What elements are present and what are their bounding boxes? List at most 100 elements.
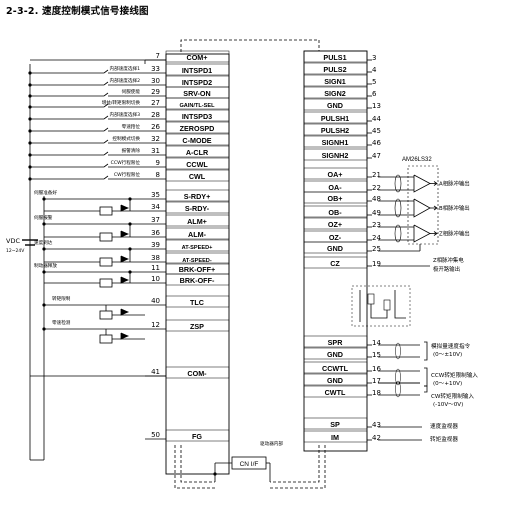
cz-label-2: 极开路输出	[433, 265, 460, 273]
left-terminal-number: 7	[156, 52, 160, 60]
right-terminal-label: OB+	[328, 194, 343, 203]
junction-dot	[128, 197, 132, 201]
output-signal-desc: 速度到达	[34, 239, 53, 246]
left-terminal-cell	[165, 133, 230, 146]
left-terminal-label: CWL	[189, 172, 206, 181]
left-terminal-number: 9	[156, 159, 160, 167]
input-switch-contact	[103, 163, 109, 168]
right-terminal-label: CWTL	[325, 388, 346, 397]
input-switch-contact	[103, 92, 109, 97]
input-switch-contact	[103, 115, 109, 120]
right-dashed	[270, 445, 320, 483]
left-terminal-label: BRK-OFF-	[180, 276, 215, 285]
right-terminal-label: OZ+	[328, 220, 342, 229]
right-terminal-cell	[303, 241, 368, 254]
arrow-head	[433, 205, 438, 211]
ref-wiring	[370, 304, 388, 319]
input-signal-desc: 零速箝位	[122, 123, 141, 130]
junction-dot	[28, 129, 32, 133]
junction-dot	[128, 270, 132, 274]
left-terminal-cell	[165, 50, 230, 63]
encoder-output-label: A相脉冲输出	[439, 180, 470, 188]
left-terminal-label: BRK-OFF+	[179, 265, 216, 274]
page-title: 2-3-2. 速度控制模式信号接线图	[6, 6, 149, 17]
right-terminal-cell	[303, 347, 368, 360]
twisted-pair	[394, 174, 402, 193]
diode-triangle	[120, 255, 130, 263]
relay-coil	[99, 310, 113, 320]
left-terminal-label: C-MODE	[182, 136, 211, 145]
right-terminal-label: CZ	[330, 259, 340, 268]
left-terminal-number: 10	[151, 275, 160, 283]
left-terminal-cell	[165, 366, 230, 379]
monitor-label: 速度监视器	[430, 422, 458, 430]
analog-brace	[424, 367, 428, 387]
right-terminal-cell	[303, 256, 368, 269]
left-terminal-number: 34	[151, 203, 160, 211]
junction-dot	[28, 165, 32, 169]
relay-coil	[99, 232, 113, 242]
left-terminal-label: S-RDY+	[184, 192, 211, 201]
right-terminal-cell	[303, 148, 368, 161]
input-switch-contact	[103, 151, 109, 156]
right-terminal-label: SP	[330, 420, 340, 429]
left-terminal-number: 28	[151, 111, 160, 119]
junction-dot	[28, 71, 32, 75]
twisted-pair	[395, 368, 401, 386]
left-terminal-cell	[165, 169, 230, 182]
cn-if-label: CN I/F	[240, 461, 259, 468]
left-terminal-number: 37	[151, 216, 160, 224]
line-receiver	[413, 198, 431, 218]
left-terminal-number: 12	[151, 321, 160, 329]
right-terminal-cell	[303, 205, 368, 218]
diode-triangle	[120, 308, 130, 316]
left-terminal-number: 27	[151, 99, 160, 107]
right-terminal-label: SPR	[328, 338, 344, 347]
input-signal-desc: 控制模式切换	[112, 135, 140, 142]
left-terminal-label: INTSPD1	[182, 66, 212, 75]
left-terminal-number: 33	[151, 65, 160, 73]
output-signal-desc: 伺服准备好	[34, 189, 57, 196]
left-terminal-cell	[165, 252, 230, 265]
left-terminal-label: ALM+	[187, 217, 207, 226]
analog-label-1: 模拟量速度指令	[431, 342, 471, 350]
left-terminal-cell	[165, 201, 230, 214]
analog-label-2: (0～+10V)	[433, 381, 462, 387]
input-signal-desc: 增益/转矩限制切换	[102, 99, 141, 106]
input-signal-desc: 内部速度选择1	[110, 65, 141, 72]
relay-coil	[99, 278, 113, 288]
right-terminal-number: 13	[372, 102, 381, 110]
right-terminal-label: GND	[327, 376, 343, 385]
left-terminal-label: ZSP	[190, 322, 204, 331]
left-terminal-number: 32	[151, 135, 160, 143]
junction-dot	[28, 141, 32, 145]
right-terminal-number: 48	[372, 195, 381, 203]
analog-label-1: CW转矩限制输入	[431, 392, 474, 400]
left-terminal-cell	[165, 145, 230, 158]
twisted-pair	[394, 224, 402, 243]
junction-dot	[28, 94, 32, 98]
right-terminal-cell	[303, 417, 368, 430]
input-switch-contact	[103, 81, 109, 86]
ref-circuit-box	[351, 285, 411, 327]
twisted-pair	[395, 380, 401, 398]
right-terminal-cell	[303, 217, 368, 230]
fg-wire-dashed	[180, 445, 215, 483]
input-signal-desc: CW行程限位	[114, 171, 141, 178]
input-switch-contact	[103, 127, 109, 132]
right-terminal-number: 49	[372, 209, 381, 217]
ref-wiring-2	[394, 290, 406, 319]
monitor-label: 转矩监视器	[430, 435, 458, 443]
junction-dot	[28, 117, 32, 121]
right-terminal-number: 21	[372, 171, 381, 179]
right-terminal-label: SIGNH1	[322, 138, 349, 147]
relay-coil	[99, 334, 113, 344]
left-terminal-cell	[165, 189, 230, 202]
junction-dot	[28, 105, 32, 109]
diode-triangle	[120, 332, 130, 340]
output-signal-desc: 制动器释放	[34, 262, 57, 269]
right-terminal-cell	[303, 62, 368, 75]
right-terminal-label: GND	[327, 350, 343, 359]
right-terminal-label: SIGNH2	[322, 151, 349, 160]
diode-triangle	[120, 204, 130, 212]
